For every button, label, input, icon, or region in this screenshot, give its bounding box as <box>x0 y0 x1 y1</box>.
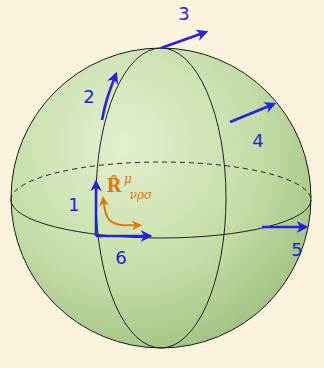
tangent-vector <box>161 32 206 48</box>
tangent-vector <box>102 74 116 120</box>
callout-number: 6 <box>115 249 126 267</box>
callout-number: 1 <box>68 196 79 214</box>
callout-number: 5 <box>291 241 302 259</box>
tangent-vector <box>230 104 274 122</box>
callout-number: 3 <box>178 5 189 23</box>
curvature-symbol: R̂ <box>107 177 122 195</box>
rotation-arrow <box>103 198 140 225</box>
meridian <box>96 48 226 348</box>
callout-number: 4 <box>252 132 263 150</box>
tangent-vector <box>96 235 150 238</box>
index-superscript: μ <box>124 173 132 185</box>
tangent-vector <box>95 182 98 236</box>
equator-front <box>11 200 311 238</box>
index-subscript: νρσ <box>130 189 153 201</box>
sphere <box>11 48 311 348</box>
equator-back <box>11 162 311 200</box>
callout-number: 2 <box>83 88 94 106</box>
tangent-vector <box>262 226 306 229</box>
